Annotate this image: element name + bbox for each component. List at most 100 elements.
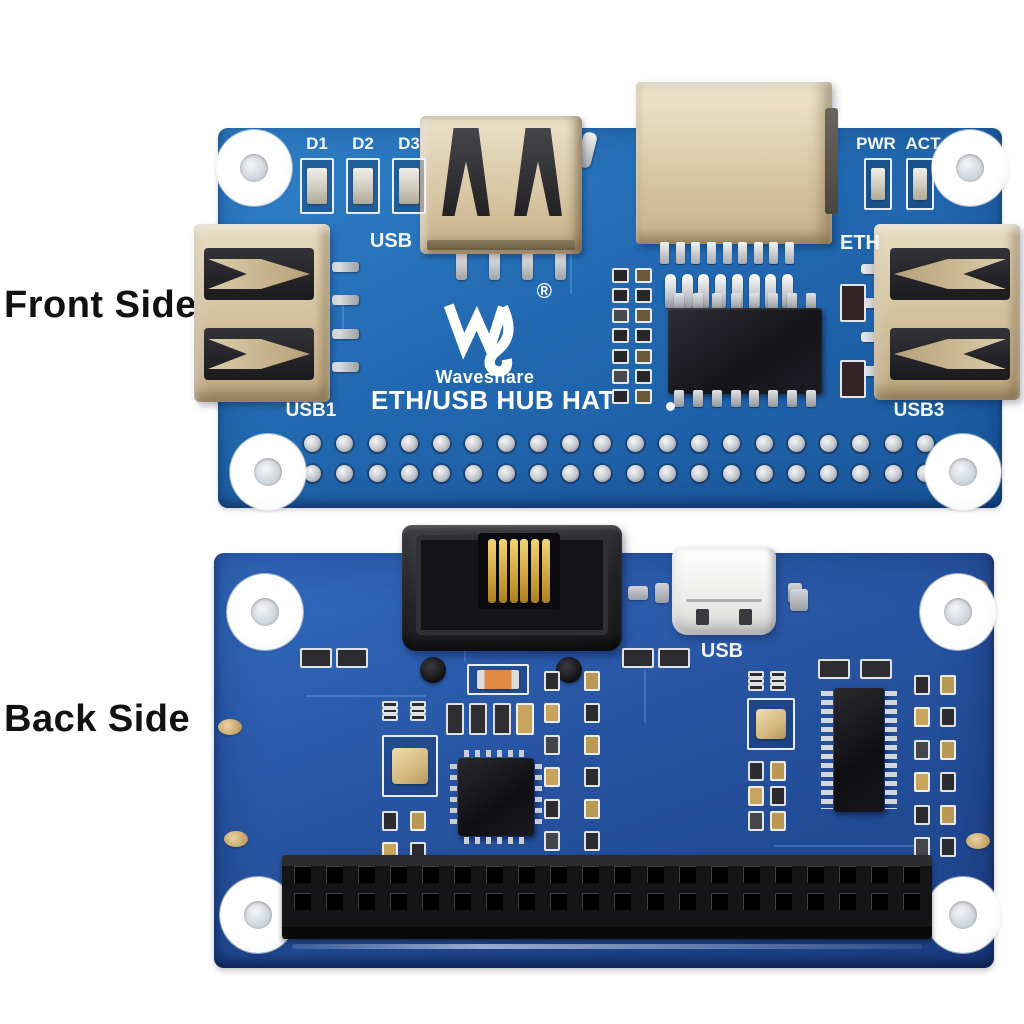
gpio-dot [433, 435, 450, 452]
passive-row [446, 703, 534, 735]
smd-resistor [658, 648, 690, 668]
solder-pad [655, 583, 669, 603]
smd-resistor [622, 648, 654, 668]
pin-h [332, 262, 359, 272]
gpio-dot [723, 465, 741, 482]
header-hole [486, 866, 504, 883]
controller-ic-qfn [450, 750, 542, 844]
pin-v [489, 252, 500, 280]
header-hole [422, 893, 440, 910]
gpio-dot [884, 435, 902, 452]
header-hole [806, 866, 824, 883]
gpio-dot [916, 435, 934, 452]
header-hole [390, 893, 408, 910]
gpio-dot [368, 465, 386, 482]
usb-top-label: USB [369, 230, 413, 252]
ladder-row [612, 369, 652, 384]
header-hole [422, 866, 440, 883]
pair-row [748, 678, 786, 685]
gpio-dot [304, 465, 321, 482]
gpio-dot [400, 465, 418, 482]
header-hole-row [294, 866, 920, 883]
gpio-dot [465, 435, 483, 452]
solder-pad-gold [218, 719, 242, 735]
waveshare-logo [443, 303, 514, 377]
usb3-label: USB3 [893, 400, 945, 421]
rj45-solder-pins [660, 242, 794, 264]
header-hole [710, 866, 728, 883]
gold-pin [509, 539, 518, 603]
gpio-dot [626, 435, 644, 452]
header-hole [838, 893, 856, 910]
gpio-dot [497, 465, 515, 482]
solder-pad [790, 589, 808, 611]
crystal-oscillator [382, 735, 438, 797]
pair-row [748, 811, 786, 831]
header-hole [614, 866, 632, 883]
vcell [515, 703, 534, 735]
chip-pin [805, 390, 816, 407]
chip-pin [749, 293, 760, 310]
mounting-hole [925, 434, 1001, 510]
header-hole [486, 893, 504, 910]
pair-row [748, 684, 786, 691]
gpio-dot [433, 465, 450, 482]
pair-row [914, 772, 956, 792]
header-hole [518, 893, 536, 910]
mounting-hole [925, 877, 1001, 953]
header-hole [294, 866, 311, 883]
header-hole [518, 866, 536, 883]
pair-row [914, 837, 956, 857]
led-label-act: ACT [905, 134, 941, 153]
header-hole [582, 866, 600, 883]
chip-pin [711, 293, 722, 310]
pair-row [382, 701, 426, 708]
product-name: ETH/USB HUB HAT [371, 385, 615, 415]
gpio-dot [400, 435, 418, 452]
header-hole [742, 893, 760, 910]
usb-top-solder-pins [456, 252, 566, 280]
hub-ic-chip [668, 308, 822, 394]
gold-pin [488, 539, 496, 603]
gpio-dot [658, 435, 676, 452]
mounting-hole [932, 130, 1008, 206]
header-hole [326, 893, 344, 910]
ethernet-rj45-port [636, 82, 838, 244]
mounting-hole [227, 574, 303, 650]
chip-pin [749, 390, 760, 407]
header-hole [358, 866, 376, 883]
brand-block: ® [432, 280, 562, 392]
smd-resistor [818, 659, 850, 679]
smd-capacitor [840, 284, 866, 322]
led-label-d3: D3 [398, 134, 420, 153]
vcell [469, 703, 488, 735]
gpio-dot [723, 435, 741, 452]
passive-pair [748, 671, 786, 691]
mini-pin [691, 242, 701, 264]
passive-double-column [544, 671, 600, 883]
tall-pin [665, 274, 676, 308]
gpio-dot [497, 435, 515, 452]
gpio-dot [820, 465, 837, 482]
usb-slot [204, 248, 314, 300]
header-hole [870, 893, 888, 910]
front-board-pcb: D1 D2 D3 PWR ACT USB ETH USB1 USB3 ® Wav… [194, 82, 1020, 510]
registered-mark: ® [536, 280, 552, 303]
usb-a-port-top [420, 116, 582, 254]
mini-pin [738, 242, 748, 264]
brand-name: Waveshare [435, 367, 535, 387]
header-hole [774, 866, 792, 883]
passive-component-column [612, 268, 652, 404]
tall-pin [715, 274, 727, 308]
ladder-row [612, 389, 652, 404]
gpio-dot [852, 465, 870, 482]
chip-pin [768, 293, 779, 310]
pair-row [544, 831, 600, 851]
solder-pad-gold [224, 831, 248, 847]
header-hole [710, 893, 728, 910]
vcell [446, 703, 464, 735]
gold-pin [531, 539, 540, 603]
chip-pin [730, 390, 741, 407]
ic-pins [464, 837, 528, 844]
led-d3 [392, 158, 426, 214]
